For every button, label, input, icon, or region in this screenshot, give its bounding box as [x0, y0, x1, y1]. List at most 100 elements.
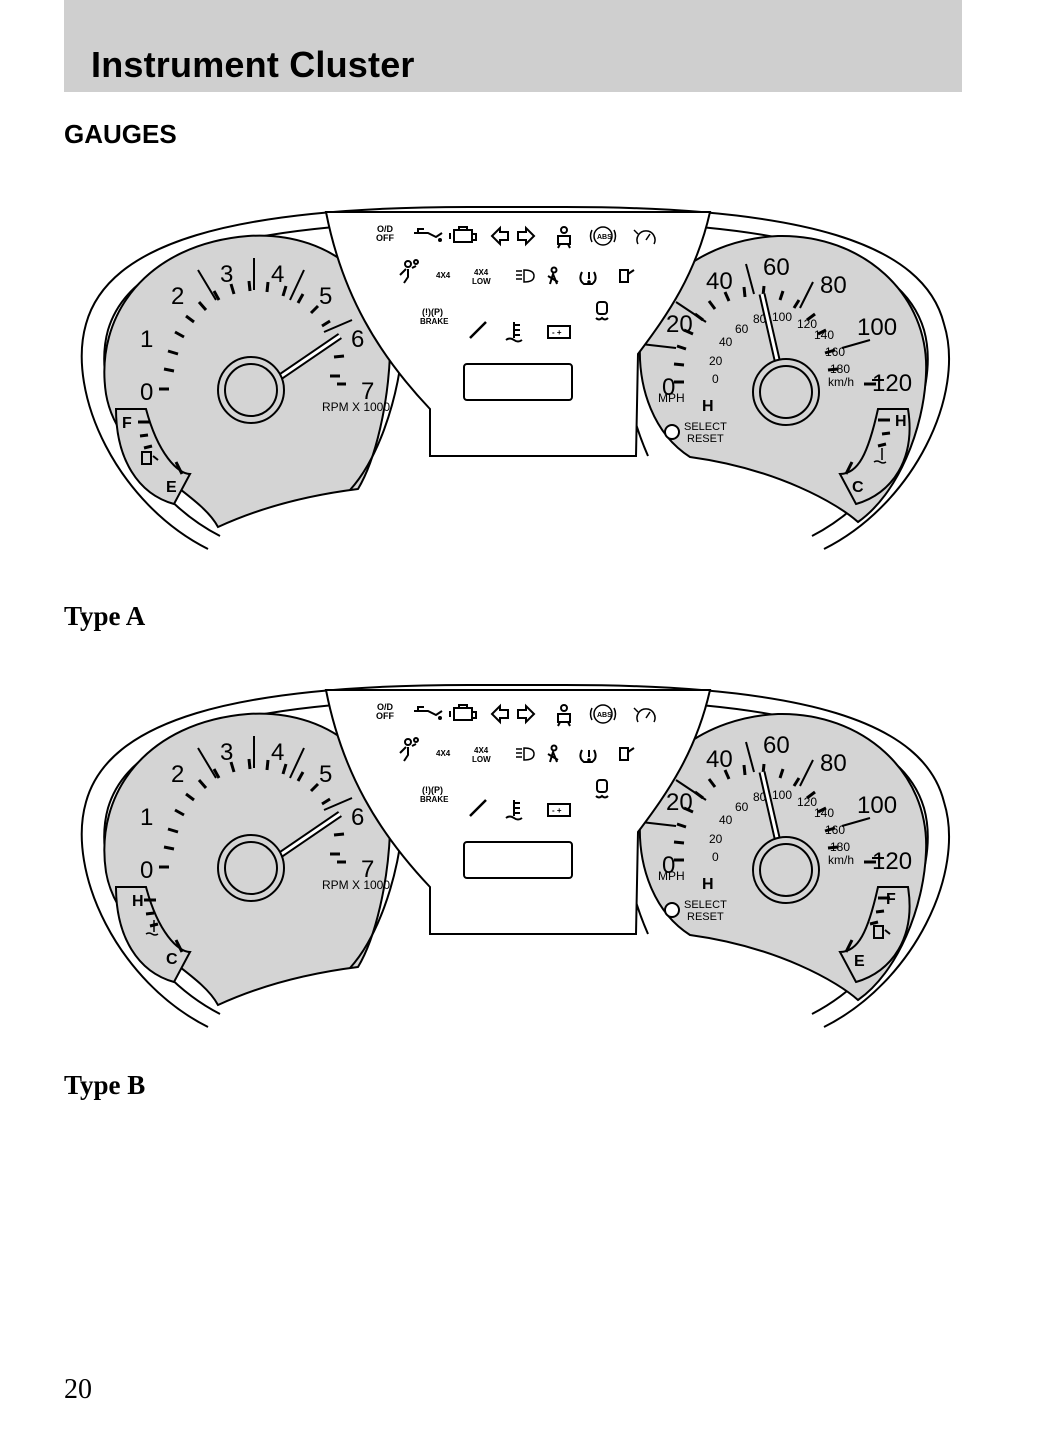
- check-engine-icon: [449, 226, 477, 243]
- select-reset-label: RESET: [687, 911, 724, 923]
- tachometer: 0 1 2 3 4 5 6 7 RPM X 1000: [103, 234, 403, 529]
- tire-pressure-icon: [579, 749, 597, 763]
- kmh-number: 20: [709, 354, 723, 368]
- fuel-empty-label: E: [166, 479, 177, 496]
- brake-symbol: (!)(P): [422, 785, 443, 795]
- select-reset-label: SELECT: [684, 899, 727, 911]
- mph-label: MPH: [658, 869, 685, 883]
- kmh-label: km/h: [828, 853, 854, 867]
- od-off-label: O/D: [377, 224, 394, 234]
- select-reset-label: SELECT: [684, 421, 727, 433]
- kmh-number: 60: [735, 322, 749, 336]
- coolant-temperature-icon: [145, 920, 159, 936]
- tach-number: 0: [140, 379, 153, 406]
- battery-icon: [547, 803, 571, 817]
- tach-major-lines: [197, 736, 353, 811]
- kmh-number: 60: [735, 800, 749, 814]
- kmh-number: 100: [772, 310, 792, 324]
- brake-symbol: (!)(P): [422, 307, 443, 317]
- fuel-gauge: F E: [838, 886, 911, 984]
- fuel-full-label: F: [886, 891, 896, 908]
- instrument-cluster-type-a: 0 1 2 3 4 5 6 7 RPM X 1000 F E: [78, 204, 956, 556]
- kmh-number: 140: [814, 328, 834, 342]
- od-off-label: O/D: [377, 702, 394, 712]
- door-ajar-icon: [619, 269, 635, 283]
- mph-number: 0: [662, 852, 675, 879]
- tach-number: 1: [140, 804, 153, 831]
- brake-label: BRAKE: [420, 317, 449, 326]
- speedo-h-label: H: [702, 876, 714, 893]
- tach-number: 7: [361, 856, 374, 883]
- mph-number: 40: [706, 746, 733, 773]
- kmh-number: 180: [830, 362, 850, 376]
- traction-control-icon: [595, 779, 609, 799]
- headlamp-icon: [516, 747, 535, 761]
- mph-number: 20: [666, 789, 693, 816]
- tach-number: 5: [319, 761, 332, 788]
- abs-icon: [589, 226, 617, 246]
- kmh-number: 80: [753, 790, 767, 804]
- fuel-empty-label: E: [854, 953, 865, 970]
- figure-caption: Type B: [64, 1070, 146, 1100]
- mph-number: 0: [662, 374, 675, 401]
- warning-panel: O/D OFF ABS 4X4 4X4 LOW (!)(P) BRAKE - +: [324, 689, 712, 935]
- airbag-icon: [399, 737, 419, 762]
- airbag-icon: [399, 259, 419, 284]
- temperature-gauge: H C: [114, 886, 192, 984]
- four-x-four-low-label: 4X4: [474, 746, 489, 755]
- mph-label: MPH: [658, 391, 685, 405]
- mph-number: 60: [763, 254, 790, 281]
- speedo-h-label: H: [702, 398, 714, 415]
- fuel-pump-icon: [141, 451, 159, 465]
- tach-number: 7: [361, 378, 374, 405]
- tach-number: 6: [351, 804, 364, 831]
- figure-caption: Type A: [64, 601, 146, 631]
- seatbelt-icon: [547, 744, 559, 763]
- kmh-number: 0: [712, 372, 719, 386]
- four-x-four-low-label: 4X4: [474, 268, 489, 277]
- tach-number: 5: [319, 283, 332, 310]
- traction-control-icon: [595, 301, 609, 321]
- mph-number: 120: [872, 848, 912, 875]
- mph-number: 100: [857, 792, 897, 819]
- mph-number: 80: [820, 272, 847, 299]
- four-x-four-low-label: LOW: [472, 755, 491, 764]
- kmh-number: 80: [753, 312, 767, 326]
- battery-terminal-labels: - +: [552, 806, 562, 815]
- tach-unit-label: RPM X 1000: [322, 400, 390, 414]
- abs-label: ABS: [597, 712, 612, 719]
- turn-right-arrow-icon: [517, 703, 536, 725]
- wrench-icon: [469, 799, 487, 817]
- message-center-display: [463, 841, 573, 879]
- od-off-label: OFF: [376, 711, 394, 721]
- section-heading: GAUGES: [64, 119, 177, 149]
- select-reset-button[interactable]: [664, 902, 680, 918]
- tach-hub: [217, 834, 285, 902]
- mph-number: 120: [872, 370, 912, 397]
- coolant-temperature-icon: [505, 800, 523, 821]
- warning-panel: O/D OFF ABS 4X4 4X4 LOW (!)(P) BRAKE - +: [324, 211, 712, 457]
- tachometer: 0 1 2 3 4 5 6 7 RPM X 1000: [103, 712, 403, 1007]
- kmh-number: 160: [825, 823, 845, 837]
- tach-number: 3: [220, 261, 233, 288]
- select-reset-button[interactable]: [664, 424, 680, 440]
- four-x-four-label: 4X4: [436, 271, 451, 280]
- seatbelt-icon: [547, 266, 559, 285]
- four-x-four-label: 4X4: [436, 749, 451, 758]
- tire-pressure-icon: [579, 271, 597, 285]
- turn-right-arrow-icon: [517, 225, 536, 247]
- oil-can-icon: [414, 228, 443, 242]
- mph-number: 80: [820, 750, 847, 777]
- tach-number: 4: [271, 261, 284, 288]
- temp-cold-label: C: [852, 479, 864, 496]
- tach-major-lines: [197, 258, 353, 333]
- tach-number: 4: [271, 739, 284, 766]
- kmh-number: 40: [719, 335, 733, 349]
- tach-unit-label: RPM X 1000: [322, 878, 390, 892]
- kmh-number: 120: [797, 317, 817, 331]
- abs-icon: [589, 704, 617, 724]
- wrench-icon: [469, 321, 487, 339]
- od-off-label: OFF: [376, 233, 394, 243]
- headlamp-icon: [516, 269, 535, 283]
- tach-number: 2: [171, 761, 184, 788]
